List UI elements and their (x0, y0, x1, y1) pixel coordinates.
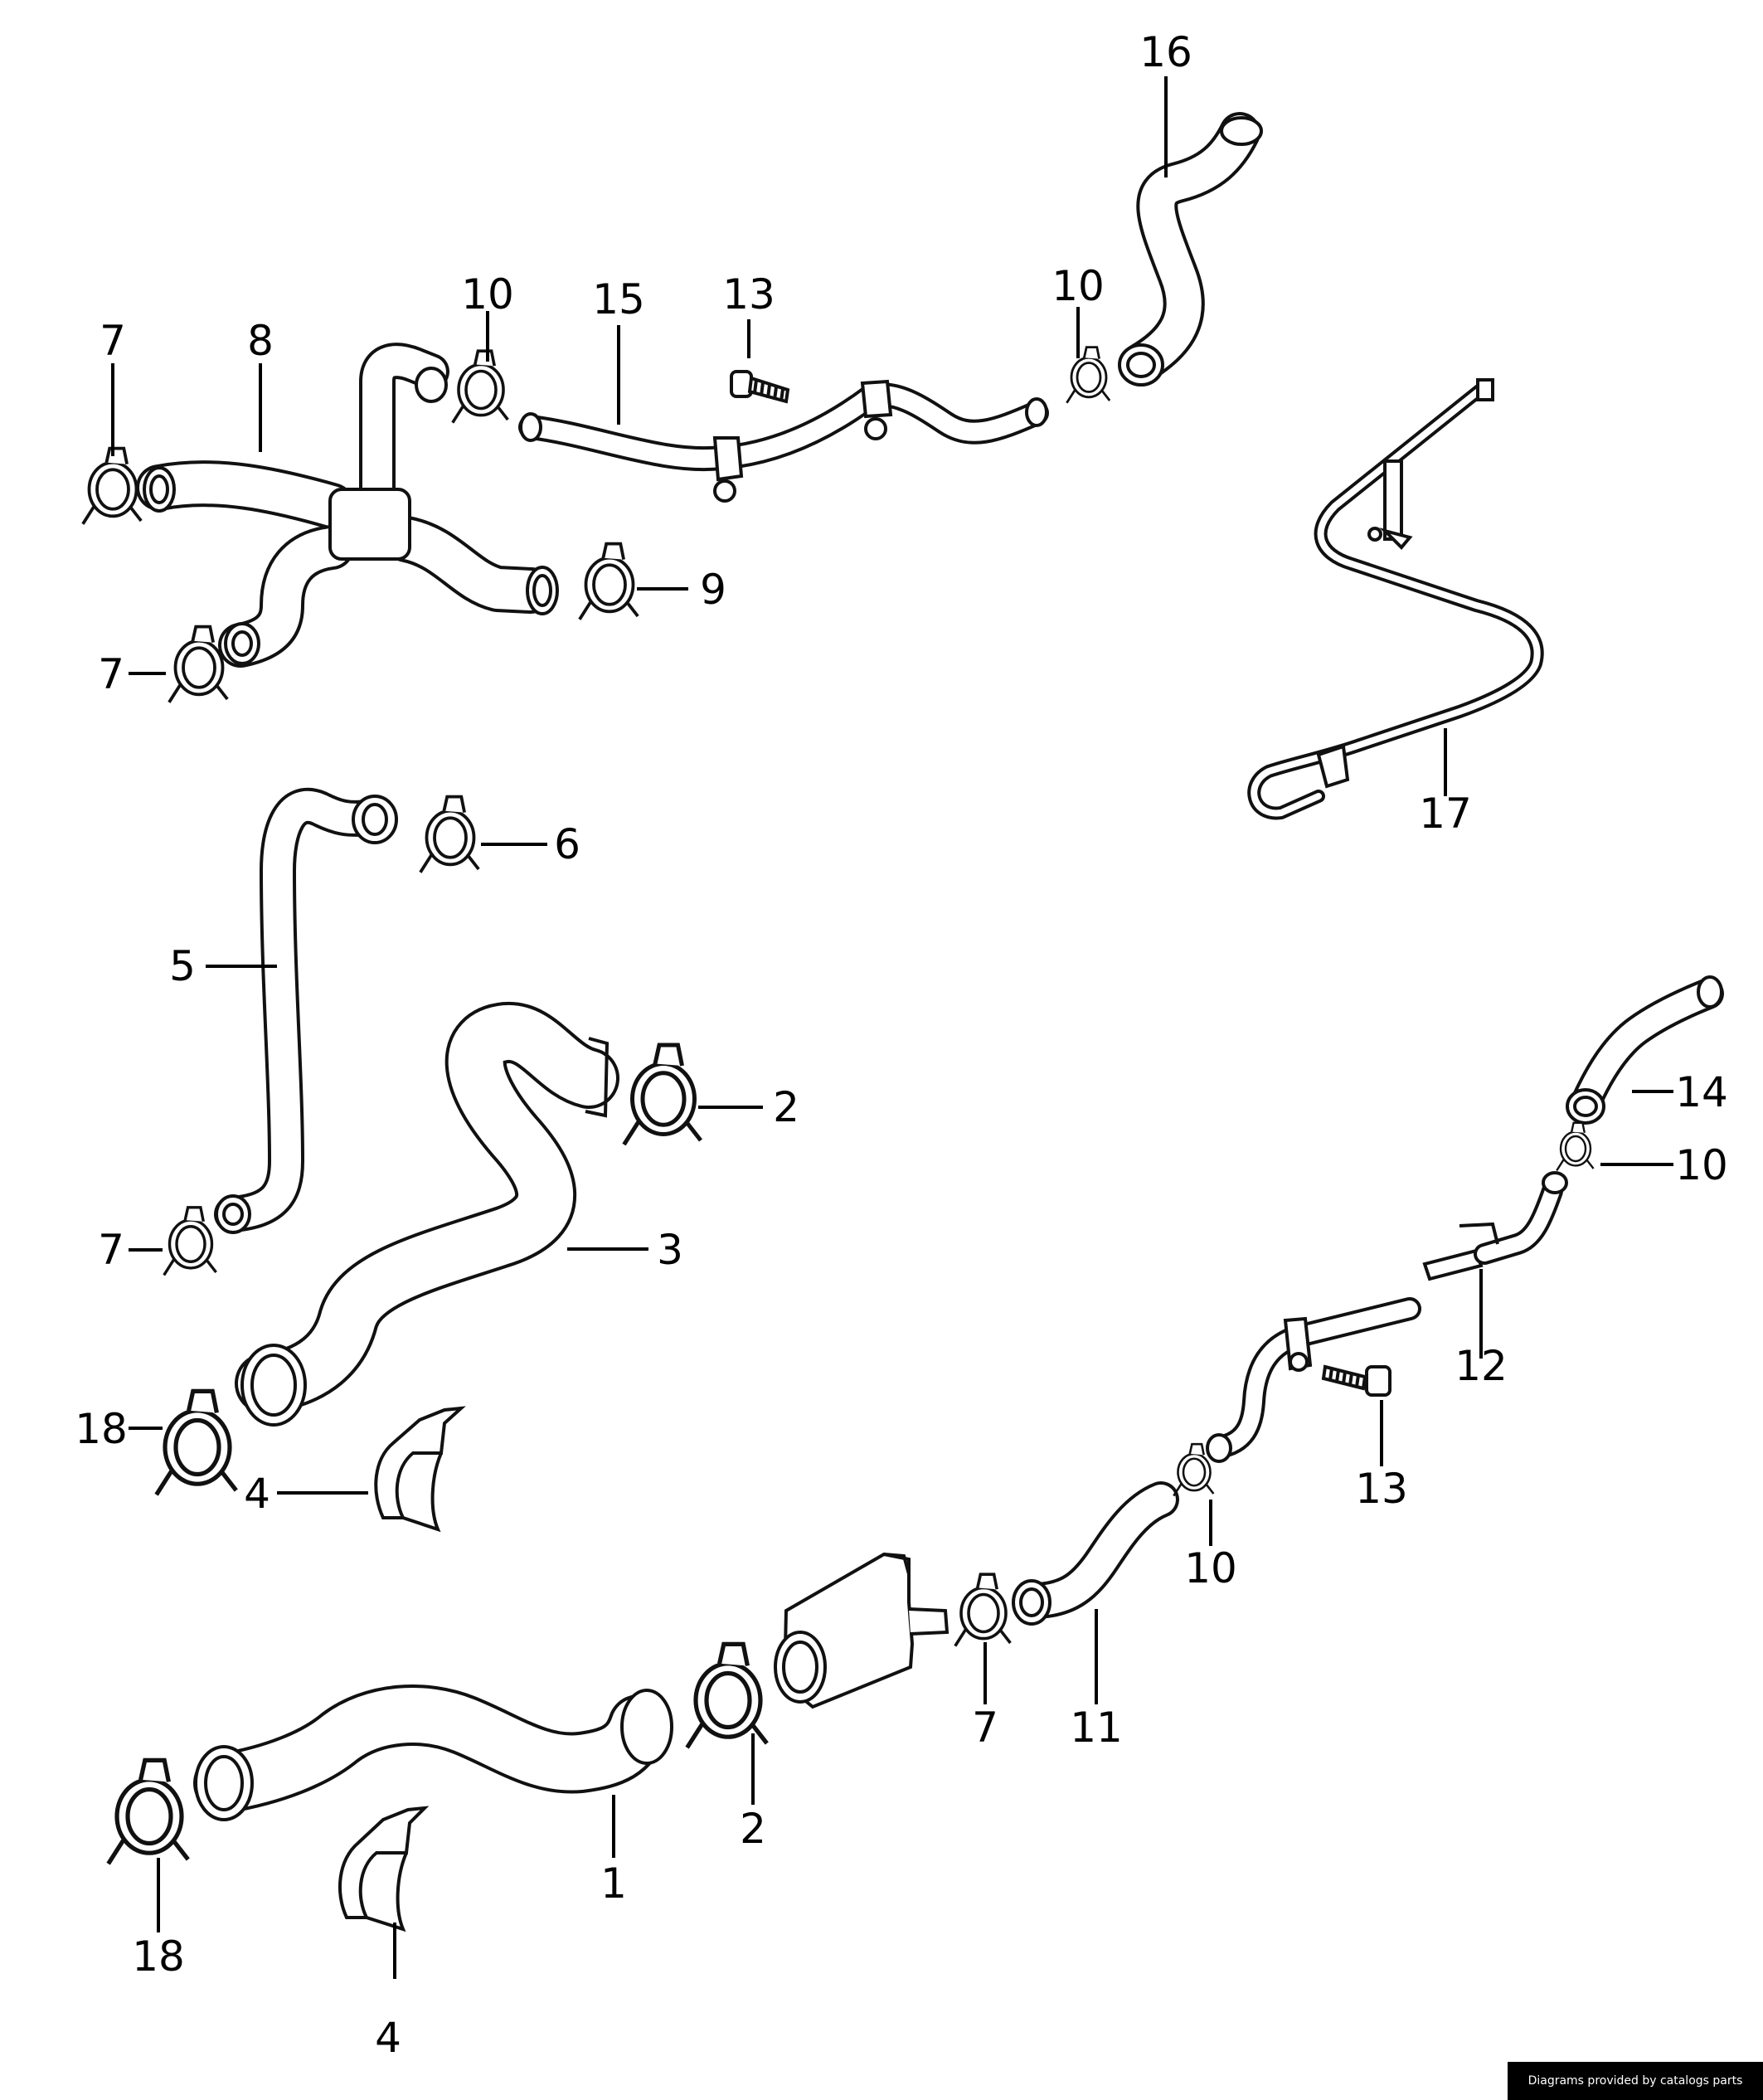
callout-9: 9 (700, 566, 726, 614)
callout-10: 10 (1184, 1544, 1237, 1592)
hose-1[interactable] (193, 1684, 673, 1821)
callout-6: 6 (554, 820, 580, 868)
clamp-18-lower[interactable] (109, 1760, 188, 1864)
callout-13: 13 (1355, 1465, 1408, 1513)
leader-lines (111, 76, 1673, 1979)
bolt-13-lower[interactable] (1321, 1364, 1391, 1397)
hose-assembly-8[interactable] (136, 343, 559, 668)
callout-2: 2 (773, 1083, 799, 1131)
callout-17: 17 (1419, 790, 1472, 838)
callout-15: 15 (592, 275, 645, 323)
thermostat-housing[interactable] (774, 1552, 949, 1709)
callout-16: 16 (1139, 28, 1192, 76)
callout-11: 11 (1070, 1704, 1123, 1752)
clamp-2-upper[interactable] (624, 1045, 702, 1145)
clip-4-lower[interactable] (338, 1806, 430, 1932)
hose-16[interactable] (1118, 112, 1263, 386)
clamp-6[interactable] (418, 795, 481, 874)
clamp-18-upper[interactable] (157, 1391, 236, 1495)
callout-4: 4 (375, 2014, 401, 2062)
callout-12: 12 (1455, 1342, 1508, 1390)
credit-text: Diagrams provided by catalogs parts (1527, 2074, 1743, 2088)
clamp-10-top-left[interactable] (450, 349, 510, 425)
clamp-9[interactable] (578, 542, 640, 621)
callout-3: 3 (657, 1226, 683, 1274)
callout-13: 13 (722, 270, 775, 318)
callout-18: 18 (132, 1932, 185, 1981)
pipe-17[interactable] (1247, 378, 1544, 820)
hose-3[interactable] (235, 1002, 619, 1427)
bolt-13-top[interactable] (730, 370, 790, 404)
callout-7: 7 (972, 1704, 998, 1752)
callout-labels: 16 10 15 13 10 7 8 9 7 17 6 5 2 3 7 14 1… (75, 28, 1728, 2062)
clamp-10-top-right[interactable] (1066, 346, 1111, 405)
pipe-12[interactable] (1206, 1171, 1568, 1463)
clip-4-upper[interactable] (374, 1406, 466, 1533)
hose-11[interactable] (1012, 1481, 1179, 1626)
callout-8: 8 (247, 317, 274, 365)
callout-7: 7 (100, 317, 126, 365)
clamp-10-right[interactable] (1555, 1121, 1595, 1172)
hose-5[interactable] (214, 787, 398, 1234)
callout-10: 10 (1675, 1141, 1728, 1189)
callout-14: 14 (1675, 1068, 1728, 1116)
clamp-7-middle[interactable] (167, 625, 230, 704)
callout-7: 7 (98, 650, 124, 698)
clamp-7-lower-left[interactable] (162, 1206, 218, 1277)
callout-10: 10 (461, 270, 514, 318)
pipe-15[interactable] (518, 379, 1049, 503)
callout-18: 18 (75, 1405, 128, 1453)
clamp-2-lower[interactable] (687, 1644, 767, 1748)
clamp-7-thermostat[interactable] (954, 1573, 1013, 1648)
callout-5: 5 (169, 942, 196, 990)
callout-7: 7 (98, 1226, 124, 1274)
callout-4: 4 (244, 1470, 270, 1518)
callout-1: 1 (600, 1859, 627, 1908)
callout-2: 2 (740, 1805, 766, 1853)
hose-14[interactable] (1566, 975, 1724, 1125)
callout-10: 10 (1051, 262, 1105, 310)
clamp-7-upper[interactable] (81, 446, 143, 526)
credit-banner: Diagrams provided by catalogs parts (1508, 2062, 1763, 2100)
